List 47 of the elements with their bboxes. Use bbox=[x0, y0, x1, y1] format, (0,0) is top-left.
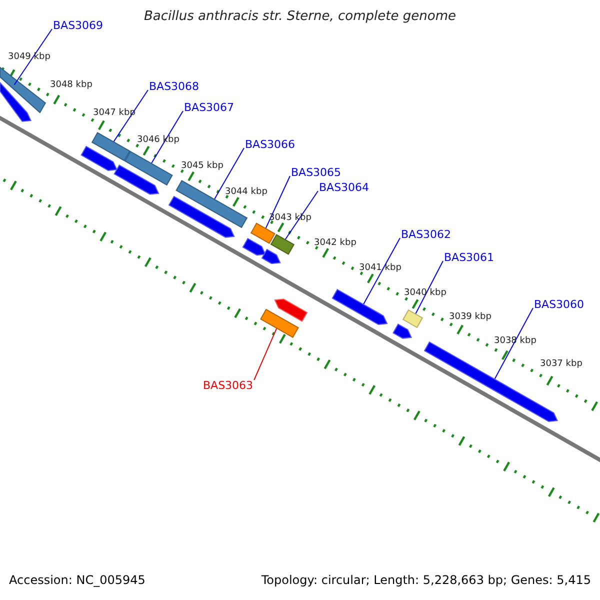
gene-bar bbox=[250, 222, 276, 244]
gene-label: BAS3066 bbox=[245, 138, 296, 151]
gene-label: BAS3069 bbox=[53, 19, 104, 32]
leader-line bbox=[151, 110, 184, 164]
scale-label: 3037 kbp bbox=[540, 358, 582, 371]
gene-feature bbox=[332, 288, 388, 326]
gene-label: BAS3063 bbox=[203, 379, 254, 392]
leader-line bbox=[254, 328, 278, 380]
gene-feature bbox=[261, 248, 281, 264]
gene-label: BAS3067 bbox=[184, 101, 234, 114]
gene-feature bbox=[114, 164, 160, 195]
gene-label: BAS3061 bbox=[444, 251, 494, 264]
gene-bar bbox=[91, 132, 130, 162]
gene-bar bbox=[124, 150, 173, 186]
gene-label: BAS3068 bbox=[149, 80, 200, 93]
gene-bar bbox=[260, 308, 299, 338]
gene-feature bbox=[0, 81, 32, 122]
gene-bar bbox=[0, 66, 46, 114]
gene-feature bbox=[392, 324, 412, 339]
gene-feature bbox=[168, 196, 235, 238]
scale-label: 3042 kbp bbox=[314, 237, 356, 250]
map-title: Bacillus anthracis str. Sterne, complete genome bbox=[143, 10, 457, 23]
scale-label: 3045 kbp bbox=[181, 160, 224, 173]
leader-line bbox=[494, 308, 534, 380]
gene-bar bbox=[176, 180, 248, 228]
footer-text: Topology: circular; Length: 5,228,663 bp; Genes: 5,415 bbox=[261, 574, 591, 587]
gene-label: BAS3062 bbox=[401, 228, 452, 241]
gene-feature bbox=[274, 298, 308, 322]
leader-line bbox=[415, 260, 444, 314]
scale-label: 3040 kbp bbox=[404, 287, 446, 300]
gene-label: BAS3060 bbox=[534, 298, 584, 311]
footer-text: Accession: NC_005945 bbox=[9, 574, 146, 587]
scale-label: 3041 kbp bbox=[359, 262, 402, 275]
leader-line bbox=[363, 238, 400, 304]
gene-bar bbox=[402, 309, 424, 328]
scale-label: 3048 kbp bbox=[50, 79, 92, 92]
gene-label: BAS3064 bbox=[319, 181, 370, 194]
leader-line bbox=[113, 90, 148, 142]
gene-feature bbox=[80, 146, 118, 172]
scale-label: 3049 kbp bbox=[8, 51, 50, 64]
scale-label: 3044 kbp bbox=[225, 186, 268, 199]
leader-line bbox=[214, 148, 244, 200]
gene-bar bbox=[270, 234, 295, 255]
leader-line bbox=[14, 28, 52, 86]
scale-label: 3039 kbp bbox=[449, 311, 492, 324]
gene-label: BAS3065 bbox=[291, 166, 342, 179]
gene-feature bbox=[242, 238, 266, 256]
